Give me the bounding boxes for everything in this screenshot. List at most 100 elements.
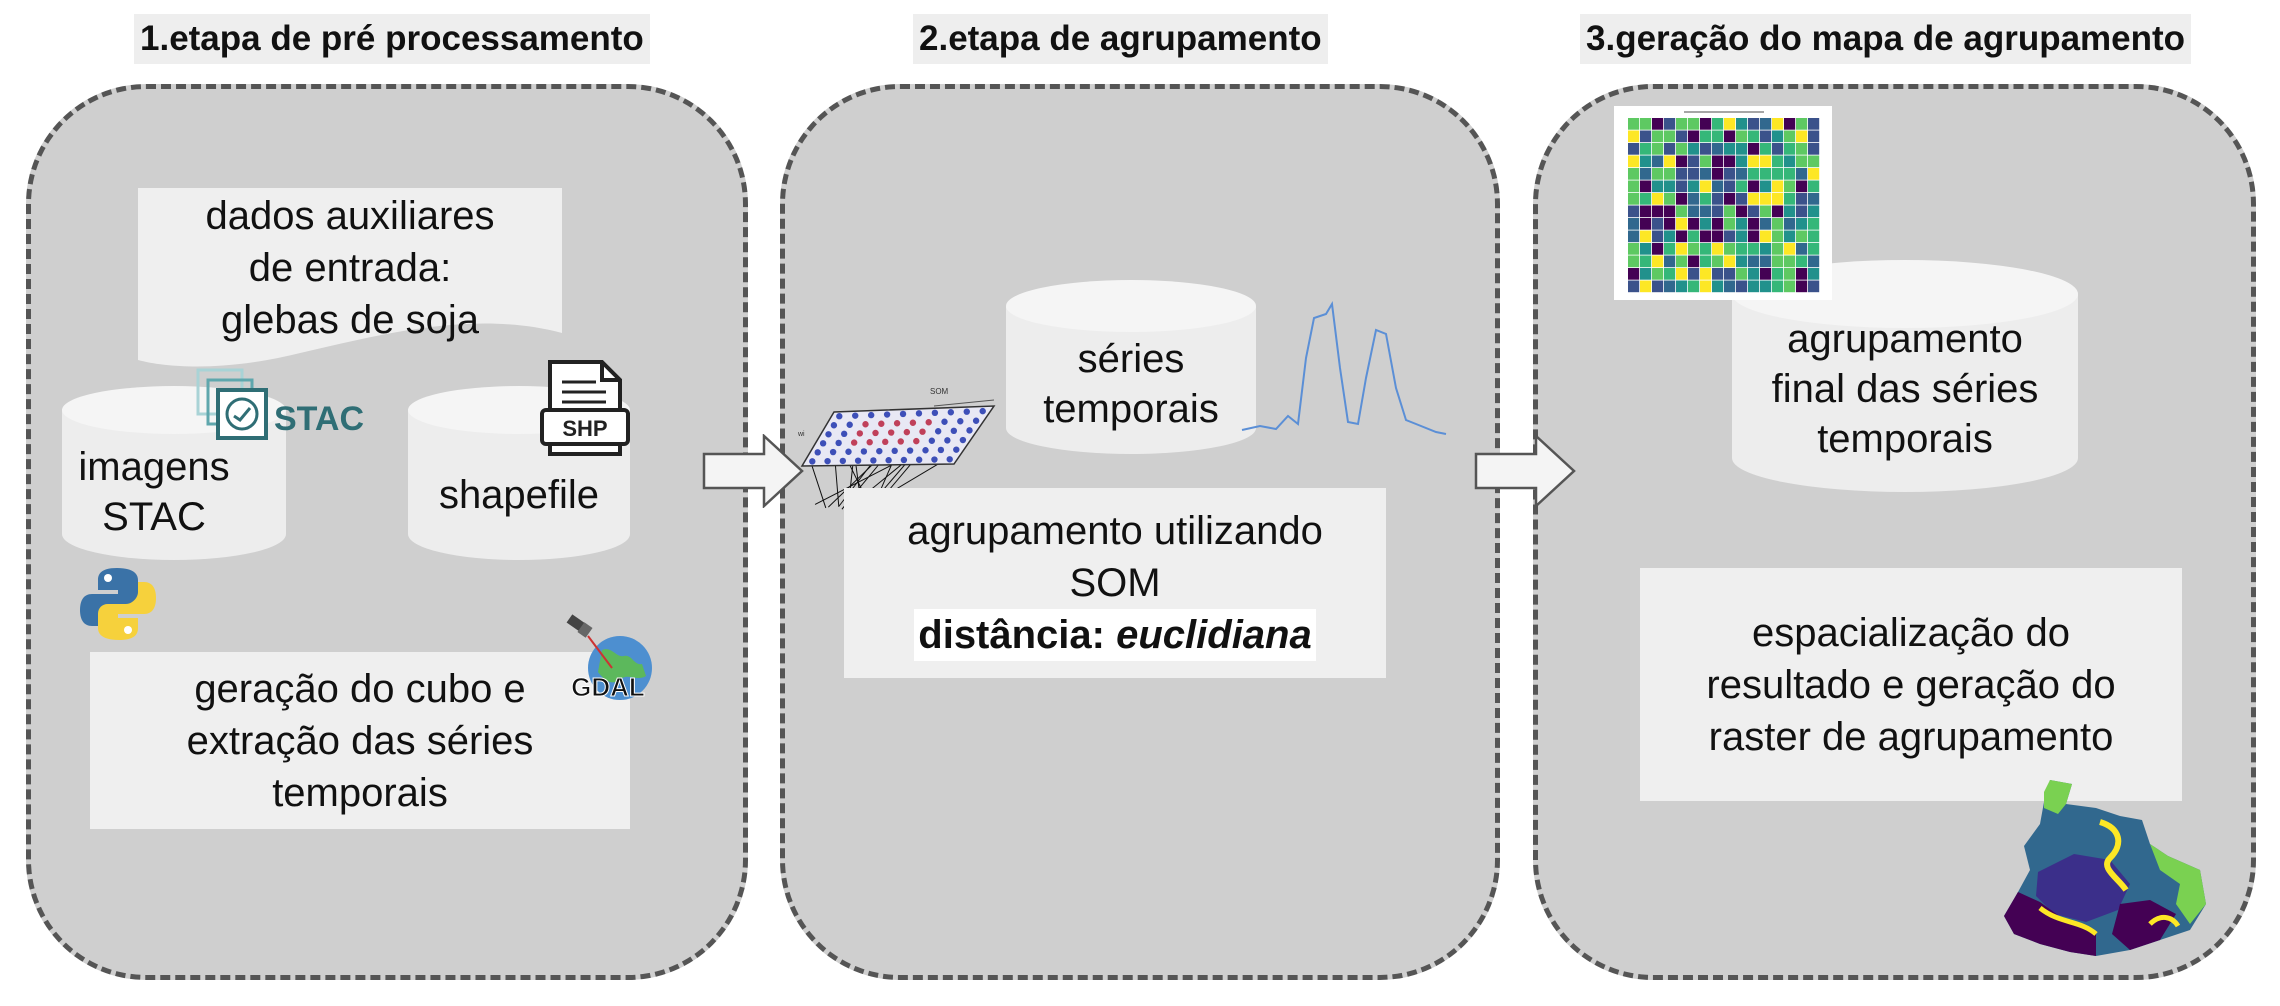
heatmap-cell <box>1688 256 1699 268</box>
heatmap-cell <box>1640 118 1651 130</box>
heatmap-cell <box>1700 143 1711 155</box>
heatmap-cell <box>1700 156 1711 168</box>
som-node <box>847 422 853 428</box>
heatmap-cell <box>1628 118 1639 130</box>
heatmap-cell <box>1640 218 1651 230</box>
heatmap-cell <box>1700 206 1711 218</box>
heatmap-cell <box>1628 256 1639 268</box>
heatmap-cell <box>1676 268 1687 280</box>
heatmap-cell <box>1676 206 1687 218</box>
som-box-line1: agrupamento utilizando <box>907 505 1323 557</box>
aux-data-line: dados auxiliares <box>138 190 562 242</box>
shp-icon-text: SHP <box>562 416 607 441</box>
som-node <box>973 418 979 424</box>
heatmap-cell <box>1712 181 1723 193</box>
stac-logo-text: STAC <box>274 400 364 438</box>
heatmap-cell <box>1688 193 1699 205</box>
som-node <box>957 418 963 424</box>
som-node <box>884 411 890 417</box>
heatmap-cell <box>1784 256 1795 268</box>
heatmap-cell <box>1640 193 1651 205</box>
som-node <box>929 438 935 444</box>
heatmap-cell <box>1784 143 1795 155</box>
gdal-logo-text: GDAL <box>571 672 645 702</box>
som-node <box>852 412 858 418</box>
heatmap-cell <box>1784 218 1795 230</box>
heatmap-cell <box>1664 243 1675 255</box>
distance-value: euclidiana <box>1116 613 1312 657</box>
heatmap-cell <box>1784 156 1795 168</box>
heatmap-cell <box>1808 143 1819 155</box>
som-node <box>931 456 937 462</box>
heatmap-cell <box>1796 206 1807 218</box>
heatmap-cell <box>1676 143 1687 155</box>
som-node <box>820 440 826 446</box>
svg-text:SOM: SOM <box>930 387 949 396</box>
som-node <box>851 439 857 445</box>
raster-generation-line: espacialização do <box>1706 607 2115 659</box>
heatmap-cell <box>1664 268 1675 280</box>
heatmap-cell <box>1652 231 1663 243</box>
heatmap-cell <box>1760 131 1771 143</box>
heatmap-cell <box>1772 131 1783 143</box>
heatmap-cell <box>1640 243 1651 255</box>
stac-images-label-line: STAC <box>60 492 248 542</box>
heatmap-cell <box>1724 143 1735 155</box>
heatmap-cell <box>1796 243 1807 255</box>
som-node <box>857 430 863 436</box>
heatmap-cell <box>1748 231 1759 243</box>
heatmap-cell <box>1628 156 1639 168</box>
heatmap-cell <box>1676 118 1687 130</box>
som-node <box>888 429 894 435</box>
som-node <box>855 457 861 463</box>
stac-logo-icon: STAC <box>196 368 368 452</box>
som-node <box>815 449 821 455</box>
heatmap-cell <box>1688 218 1699 230</box>
som-node <box>953 446 959 452</box>
heatmap-cell <box>1748 131 1759 143</box>
final-clustering-label-line: agrupamento <box>1730 314 2080 364</box>
heatmap-cell <box>1772 231 1783 243</box>
heatmap-cell <box>1652 193 1663 205</box>
heatmap-cell <box>1712 156 1723 168</box>
heatmap-cell <box>1748 118 1759 130</box>
heatmap-cell <box>1760 206 1771 218</box>
heatmap-cell <box>1688 231 1699 243</box>
heatmap-cell <box>1664 168 1675 180</box>
heatmap-cell <box>1796 143 1807 155</box>
heatmap-cell <box>1688 168 1699 180</box>
heatmap-cell <box>1652 156 1663 168</box>
heatmap-cell <box>1700 168 1711 180</box>
heatmap-cell <box>1700 243 1711 255</box>
heatmap-cell <box>1700 268 1711 280</box>
heatmap-cell <box>1748 281 1759 293</box>
heatmap-cell <box>1760 218 1771 230</box>
heatmap-cell <box>1784 243 1795 255</box>
heatmap-cell <box>1652 143 1663 155</box>
heatmap-cell <box>1772 168 1783 180</box>
heatmap-cell <box>1760 168 1771 180</box>
heatmap-cell <box>1808 193 1819 205</box>
heatmap-cell <box>1652 181 1663 193</box>
som-node <box>830 449 836 455</box>
som-node <box>809 458 815 464</box>
heatmap-cell <box>1652 118 1663 130</box>
heatmap-cell <box>1628 243 1639 255</box>
heatmap-cell <box>1760 243 1771 255</box>
heatmap-cell <box>1676 181 1687 193</box>
heatmap-cell <box>1712 243 1723 255</box>
heatmap-cell <box>1688 243 1699 255</box>
heatmap-cell <box>1736 218 1747 230</box>
heatmap-cell <box>1724 281 1735 293</box>
som-node <box>932 410 938 416</box>
heatmap-cell <box>1724 268 1735 280</box>
som-node <box>845 449 851 455</box>
heatmap-cell <box>1724 156 1735 168</box>
heatmap-cell <box>1784 268 1795 280</box>
heatmap-cell <box>1640 281 1651 293</box>
raster-generation-box: espacialização do resultado e geração do… <box>1640 568 2182 801</box>
heatmap-cell <box>1784 193 1795 205</box>
som-node <box>916 457 922 463</box>
heatmap-cell <box>1628 231 1639 243</box>
som-node <box>872 430 878 436</box>
